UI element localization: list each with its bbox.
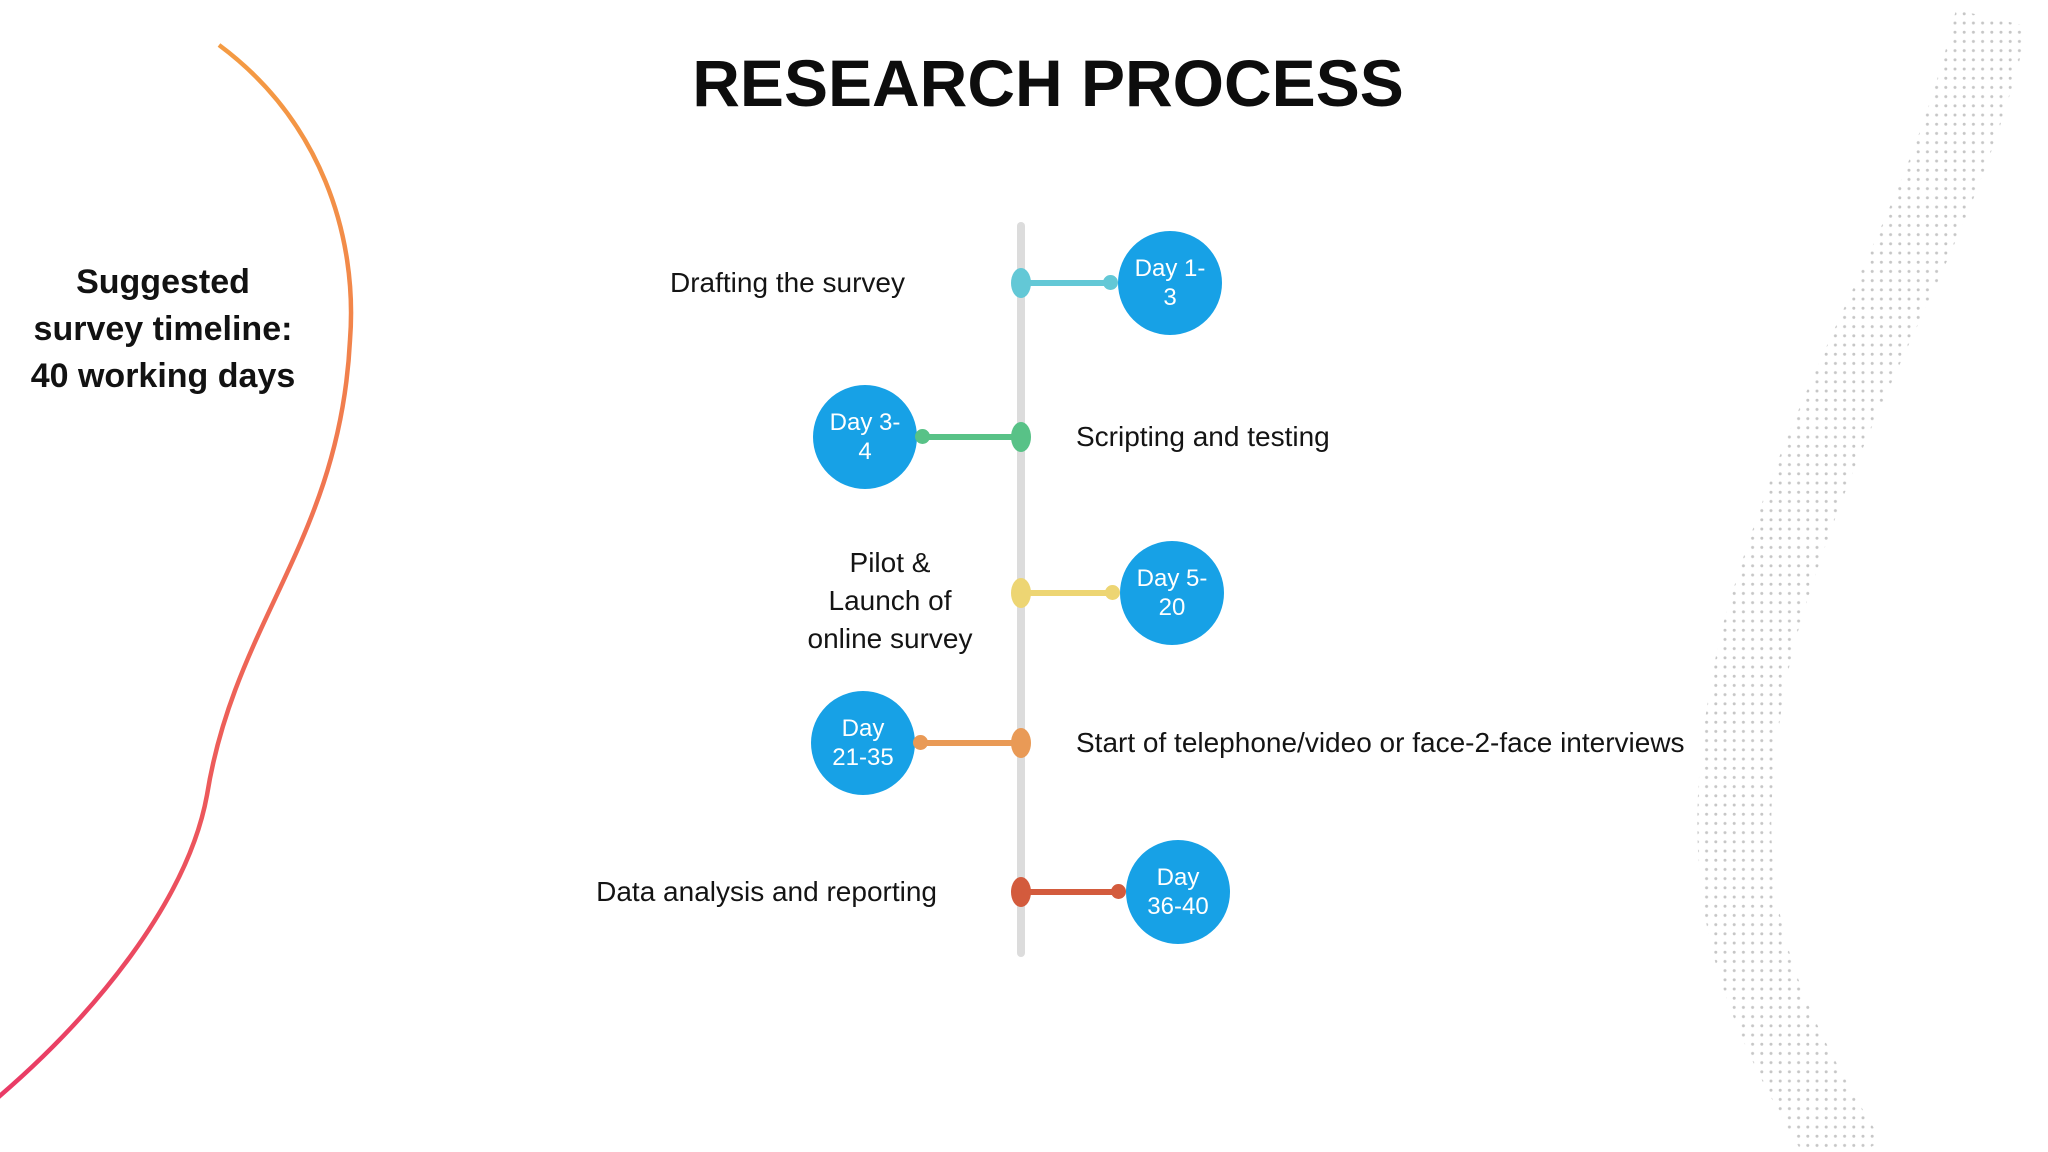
day-range-circle: Day 21-35 [811, 691, 915, 795]
milestone-label-line: Scripting and testing [1076, 421, 1330, 452]
connector-endpoint [1103, 275, 1118, 290]
note-line: survey timeline: [33, 310, 293, 348]
milestone-label: Data analysis and reporting [577, 870, 937, 914]
day-range-line: Day 3- [829, 409, 901, 436]
note-line: Suggested [76, 263, 250, 301]
day-range-circle: Day 1- 3 [1118, 231, 1222, 335]
day-range-line: 20 [1158, 594, 1186, 621]
slide-title: RESEARCH PROCESS [692, 46, 1404, 120]
milestone-label: Drafting the survey [545, 261, 905, 305]
axis-node [1011, 728, 1031, 758]
day-range-line: 4 [858, 438, 872, 465]
day-range-line: 3 [1163, 284, 1177, 311]
milestone-label-line: Data analysis and reporting [596, 876, 937, 907]
milestone-label-line: Pilot & [849, 547, 931, 578]
connector-line [923, 434, 1021, 440]
day-range-line: Day 5- [1136, 565, 1208, 592]
connector-endpoint [913, 735, 928, 750]
milestone-label-line: Start of telephone/video or face-2-face … [1076, 727, 1685, 758]
connector-endpoint [1105, 585, 1120, 600]
dotted-band-decoration [1697, 9, 2029, 1152]
day-range-line: Day [1156, 864, 1200, 891]
timeline-summary-note: Suggested survey timeline: 40 working da… [13, 259, 313, 400]
milestone-label: Start of telephone/video or face-2-face … [1076, 721, 1685, 765]
connector-line [921, 740, 1021, 746]
day-range-line: Day [841, 715, 885, 742]
connector-endpoint [915, 429, 930, 444]
milestone-label-line: Drafting the survey [670, 267, 905, 298]
connector-endpoint [1111, 884, 1126, 899]
milestone-label-line: online survey [807, 623, 973, 654]
left-curve-decoration [0, 43, 354, 1099]
note-line: 40 working days [30, 357, 296, 395]
connector-line [1021, 590, 1112, 596]
connector-line [1021, 889, 1118, 895]
day-range-line: 21-35 [832, 744, 894, 771]
day-range-circle: Day 3- 4 [813, 385, 917, 489]
day-range-circle: Day 5- 20 [1120, 541, 1224, 645]
milestone-label: Scripting and testing [1076, 415, 1330, 459]
day-range-line: 36-40 [1147, 893, 1209, 920]
connector-line [1021, 280, 1110, 286]
axis-node [1011, 422, 1031, 452]
day-range-line: Day 1- [1134, 255, 1206, 282]
milestone-label-line: Launch of [828, 585, 952, 616]
day-range-circle: Day 36-40 [1126, 840, 1230, 944]
milestone-label: Pilot & Launch of online survey [808, 544, 973, 658]
